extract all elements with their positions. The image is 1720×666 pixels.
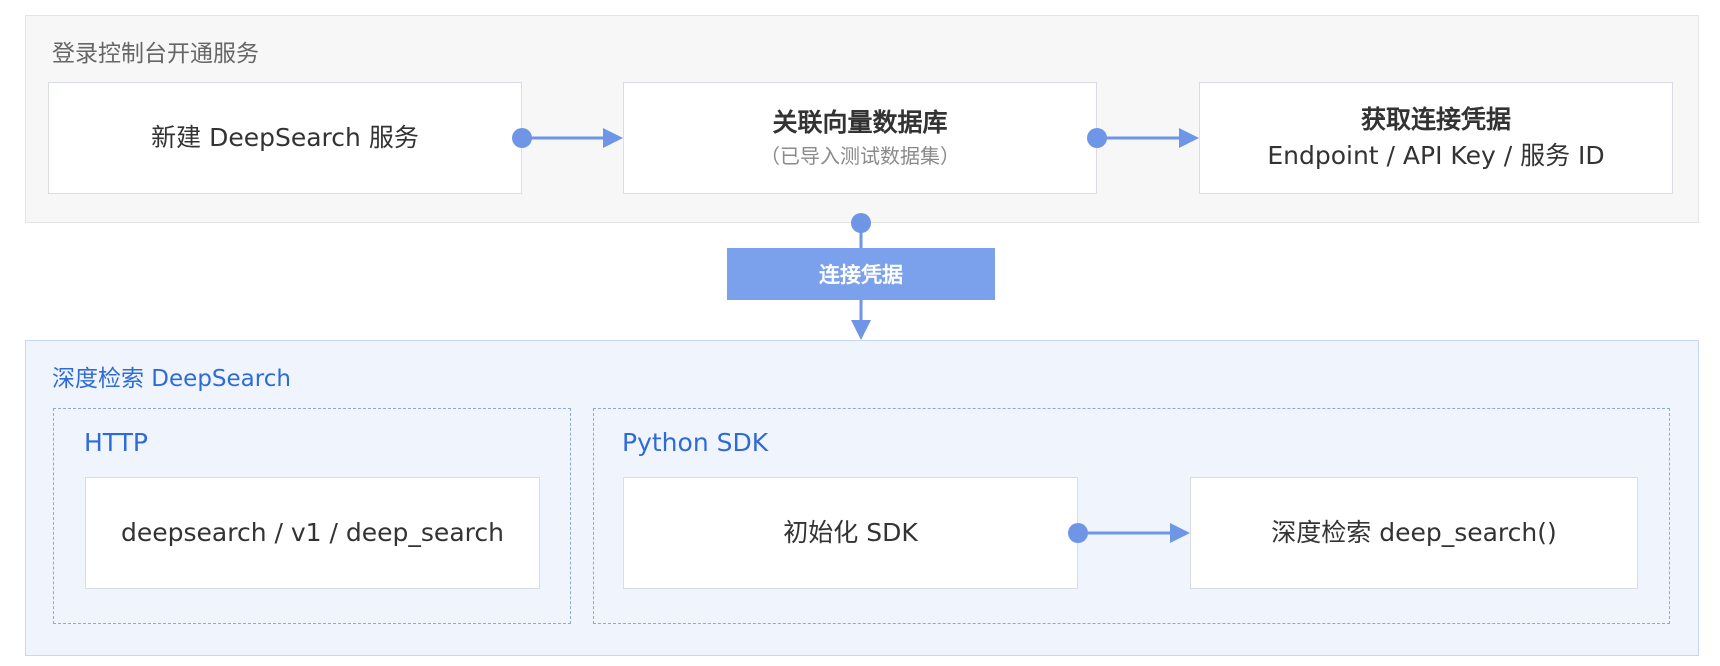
console-panel-title: 登录控制台开通服务 <box>52 41 259 67</box>
step-get-credentials: 获取连接凭据 Endpoint / API Key / 服务 ID <box>1199 82 1673 194</box>
credentials-connector-tag: 连接凭据 <box>727 248 995 300</box>
step-get-credentials-label: 获取连接凭据 <box>1360 105 1511 134</box>
step-get-credentials-detail: Endpoint / API Key / 服务 ID <box>1267 141 1605 170</box>
http-group-title: HTTP <box>84 428 148 457</box>
sdk-init-box: 初始化 SDK <box>623 477 1078 589</box>
step-create-service: 新建 DeepSearch 服务 <box>48 82 522 194</box>
sdk-deep-search-box: 深度检索 deep_search() <box>1190 477 1638 589</box>
python-sdk-group-title: Python SDK <box>622 428 769 457</box>
http-endpoint-label: deepsearch / v1 / deep_search <box>121 518 504 547</box>
step-link-vector-db-label: 关联向量数据库 <box>772 108 948 137</box>
step-create-service-label: 新建 DeepSearch 服务 <box>151 123 419 152</box>
http-endpoint-box: deepsearch / v1 / deep_search <box>85 477 540 589</box>
sdk-deep-search-label: 深度检索 deep_search() <box>1271 518 1557 547</box>
deepsearch-panel-title: 深度检索 DeepSearch <box>52 366 291 392</box>
sdk-init-label: 初始化 SDK <box>783 518 918 547</box>
step-link-vector-db: 关联向量数据库 （已导入测试数据集） <box>623 82 1097 194</box>
python-sdk-group <box>593 408 1670 624</box>
http-group <box>53 408 571 624</box>
step-link-vector-db-note: （已导入测试数据集） <box>760 144 960 168</box>
